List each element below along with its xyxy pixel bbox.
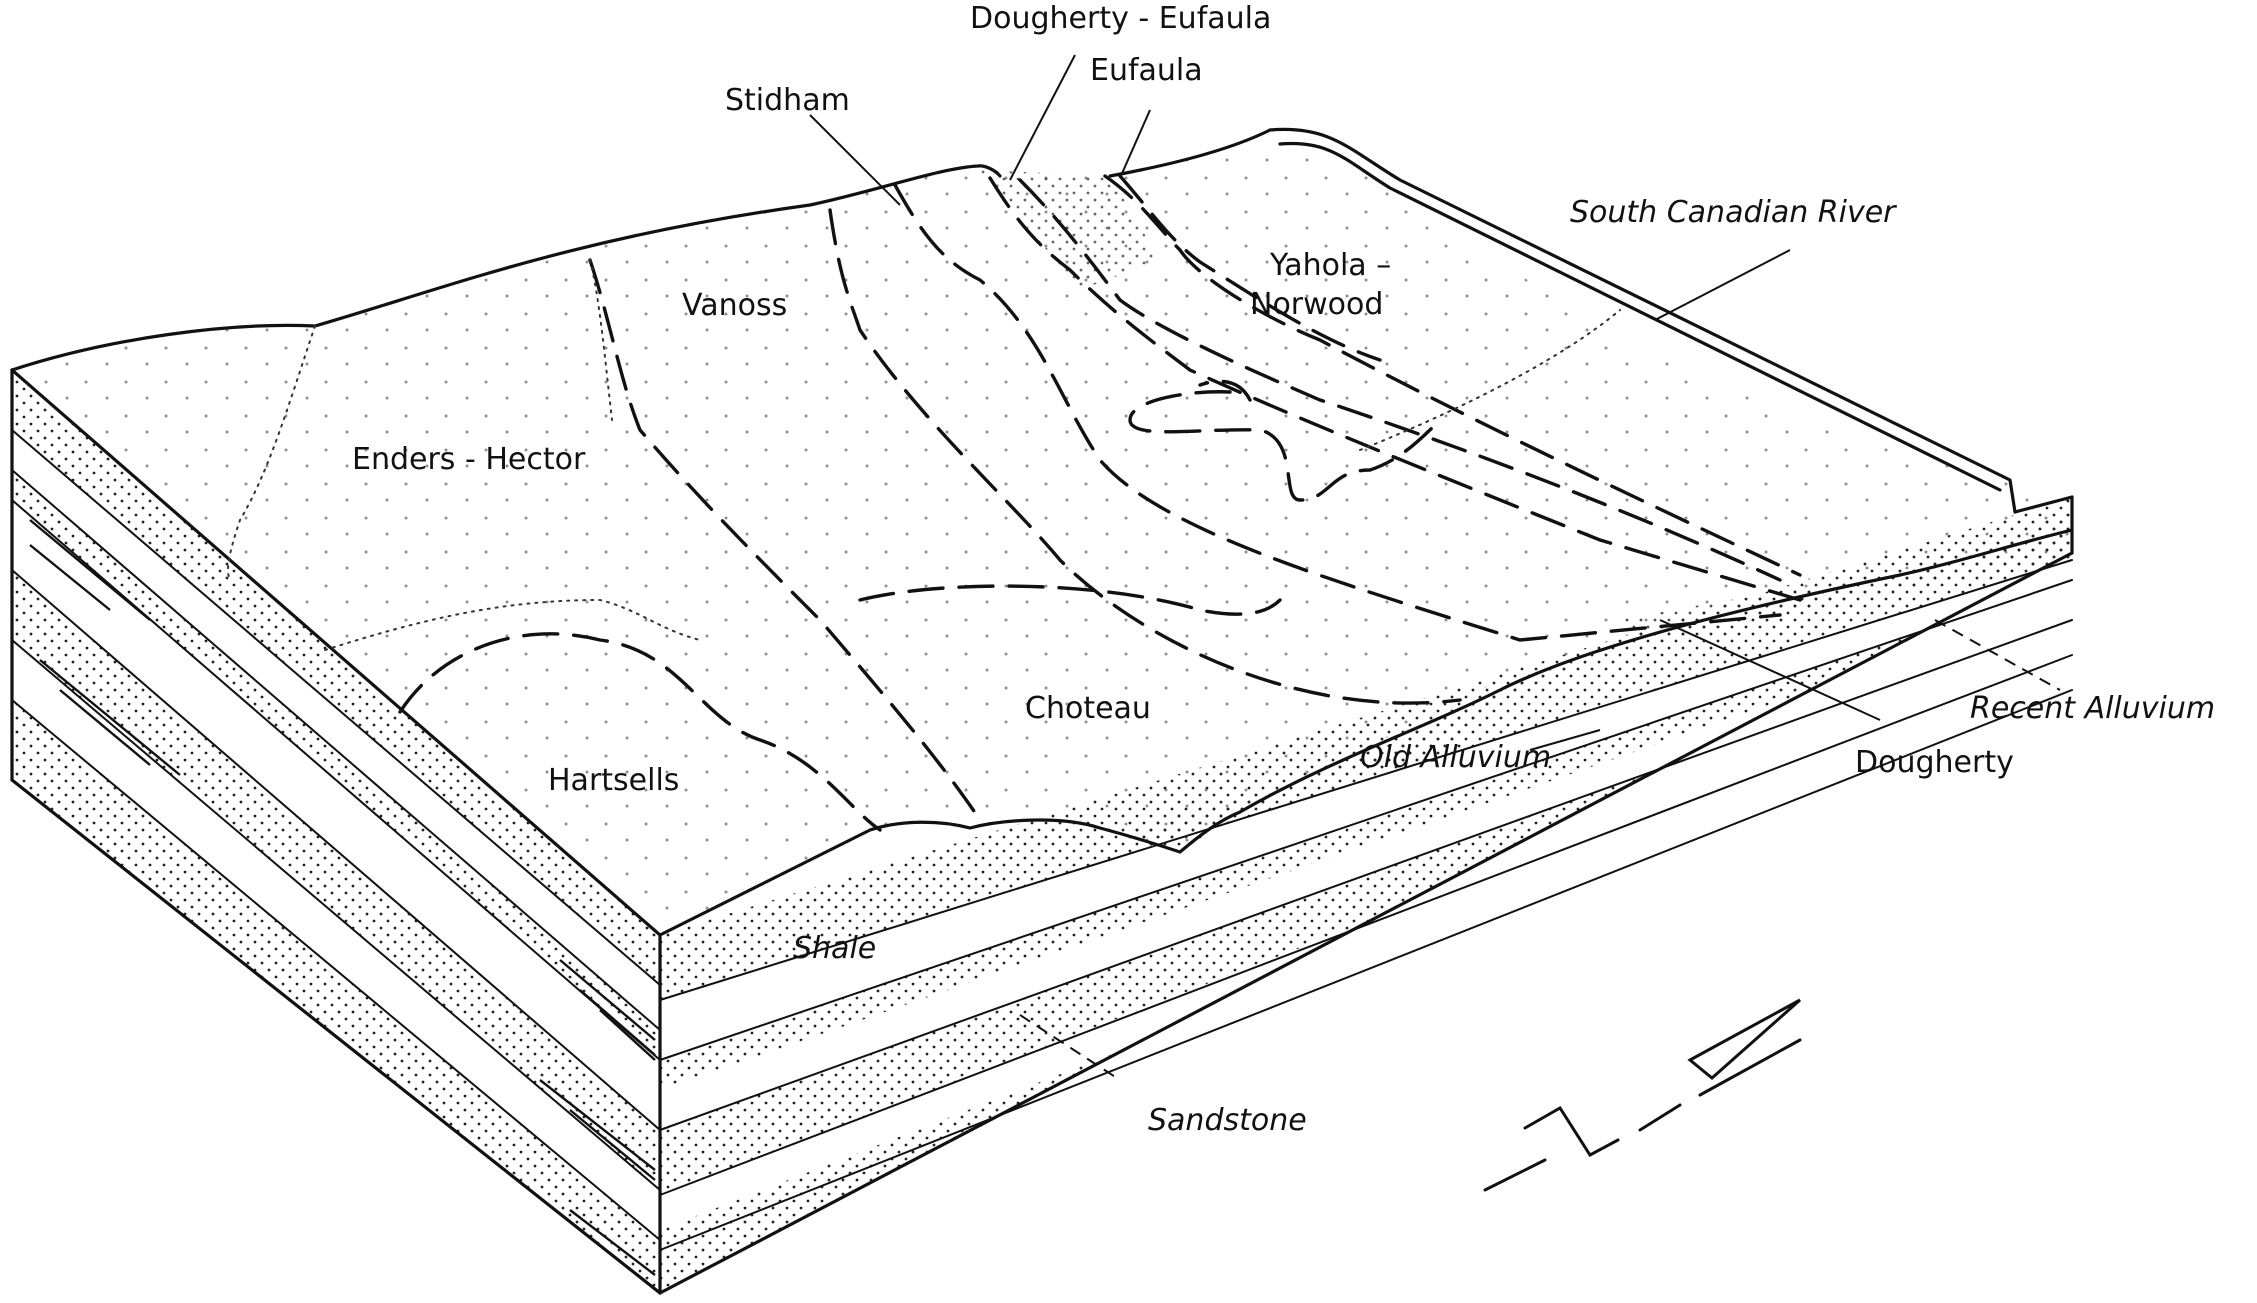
label-hartsells: Hartsells xyxy=(548,763,679,798)
label-shale: Shale xyxy=(793,931,876,966)
soil-boundaries xyxy=(398,174,1802,832)
material-labels: South Canadian River Recent Alluvium Old… xyxy=(793,195,2215,1138)
label-norwood: Norwood xyxy=(1250,287,1383,322)
label-recent-alluvium: Recent Alluvium xyxy=(1970,691,2215,726)
label-old-alluvium: Old Alluvium xyxy=(1360,740,1551,775)
front-face-strata xyxy=(659,559,2073,1251)
label-enders-hector: Enders - Hector xyxy=(352,442,586,477)
label-sandstone: Sandstone xyxy=(1148,1103,1307,1138)
stipple-boundaries xyxy=(227,259,1621,651)
label-dougherty-eufaula: Dougherty - Eufaula xyxy=(970,1,1271,36)
label-eufaula: Eufaula xyxy=(1090,53,1203,88)
label-dougherty: Dougherty xyxy=(1855,745,2014,780)
left-face-strata xyxy=(11,429,661,1241)
soil-labels: Dougherty - Eufaula Eufaula Stidham Yaho… xyxy=(352,1,2014,798)
north-arrow-icon xyxy=(1483,998,1802,1192)
label-choteau: Choteau xyxy=(1025,691,1151,726)
leader-lines xyxy=(809,54,2061,1081)
block-edges xyxy=(10,127,2074,1295)
left-face xyxy=(11,370,661,1293)
label-yahola: Yahola – xyxy=(1269,248,1391,283)
alluvium-fill xyxy=(980,170,2072,852)
label-stidham: Stidham xyxy=(725,83,850,118)
label-south-canadian-river: South Canadian River xyxy=(1570,195,1897,230)
label-vanoss: Vanoss xyxy=(682,288,787,323)
